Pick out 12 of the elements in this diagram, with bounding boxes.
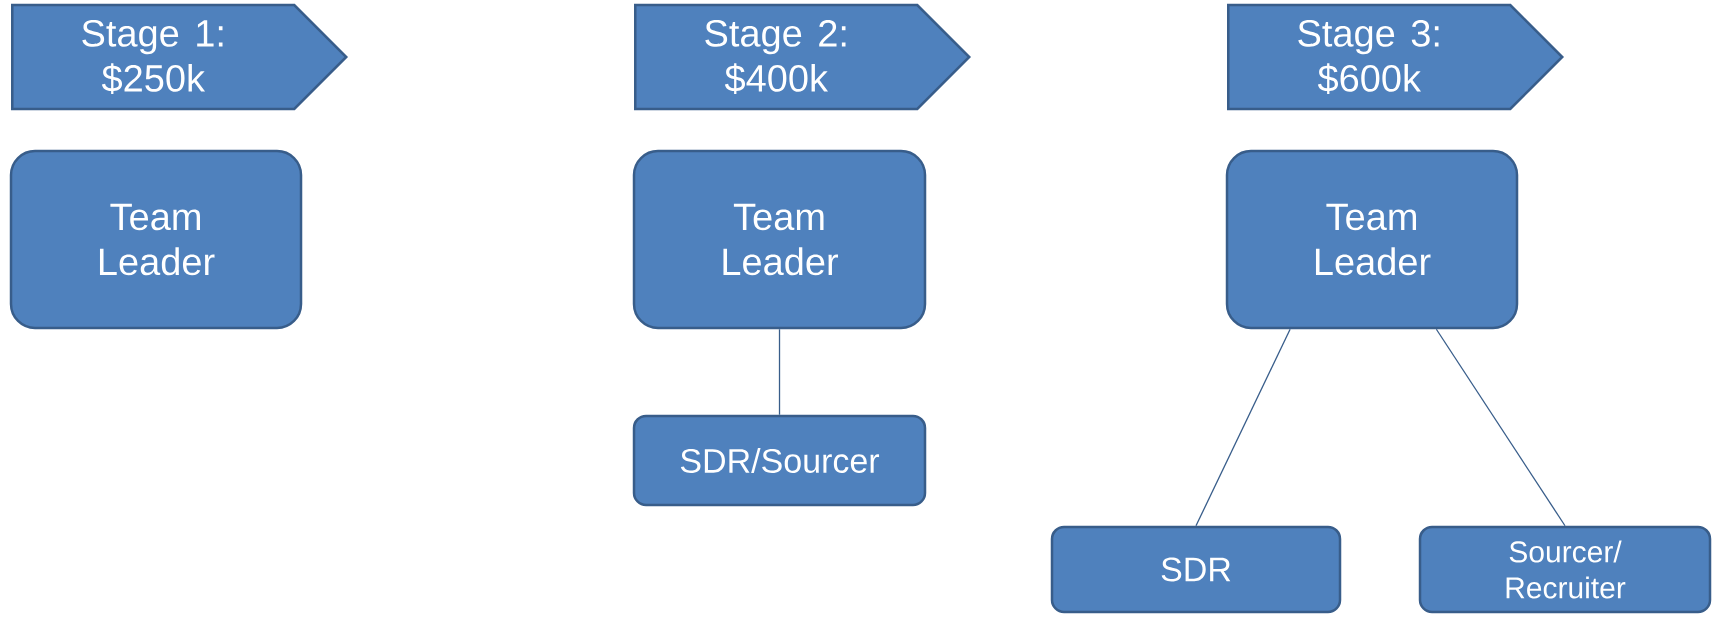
role-box: Team Leader xyxy=(9,149,303,330)
stage-banner: Stage 2: $400k xyxy=(634,3,972,111)
role-box: SDR/Sourcer xyxy=(632,414,927,507)
role-box: Sourcer/ Recruiter xyxy=(1418,525,1712,614)
stage-banner: Stage 1: $250k xyxy=(11,3,349,111)
role-box: Team Leader xyxy=(1225,149,1519,330)
connector-line xyxy=(778,328,781,416)
role-box: SDR xyxy=(1050,525,1342,614)
connector-line xyxy=(1195,328,1291,527)
connector-line xyxy=(1435,328,1566,527)
role-box: Team Leader xyxy=(632,149,927,330)
stage-banner: Stage 3: $600k xyxy=(1227,3,1565,111)
